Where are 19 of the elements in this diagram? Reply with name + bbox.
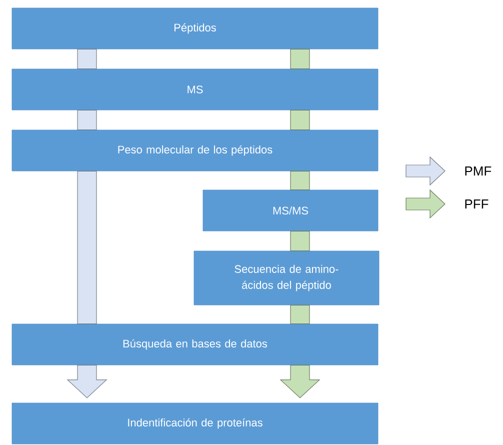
process-box: Indentificación de proteínas	[12, 402, 378, 444]
arrow	[290, 110, 310, 130]
process-box: Péptidos	[12, 8, 378, 50]
arrow	[280, 364, 320, 398]
process-box: Peso molecular de los péptidos	[12, 130, 378, 172]
arrow	[290, 170, 310, 190]
arrow	[77, 48, 97, 70]
process-box: Secuencia de amino-ácidos del péptido	[194, 250, 380, 306]
arrow	[66, 364, 108, 398]
process-box: Búsqueda en bases de datos	[12, 324, 378, 366]
arrow	[290, 48, 310, 70]
process-box: MS	[12, 68, 378, 110]
process-box: MS/MS	[202, 190, 378, 232]
arrow	[290, 230, 310, 252]
legend-label: PMF	[465, 166, 492, 176]
legend-label: PFF	[465, 200, 488, 208]
arrow	[77, 170, 97, 324]
arrow	[77, 110, 97, 130]
arrow	[290, 304, 310, 324]
